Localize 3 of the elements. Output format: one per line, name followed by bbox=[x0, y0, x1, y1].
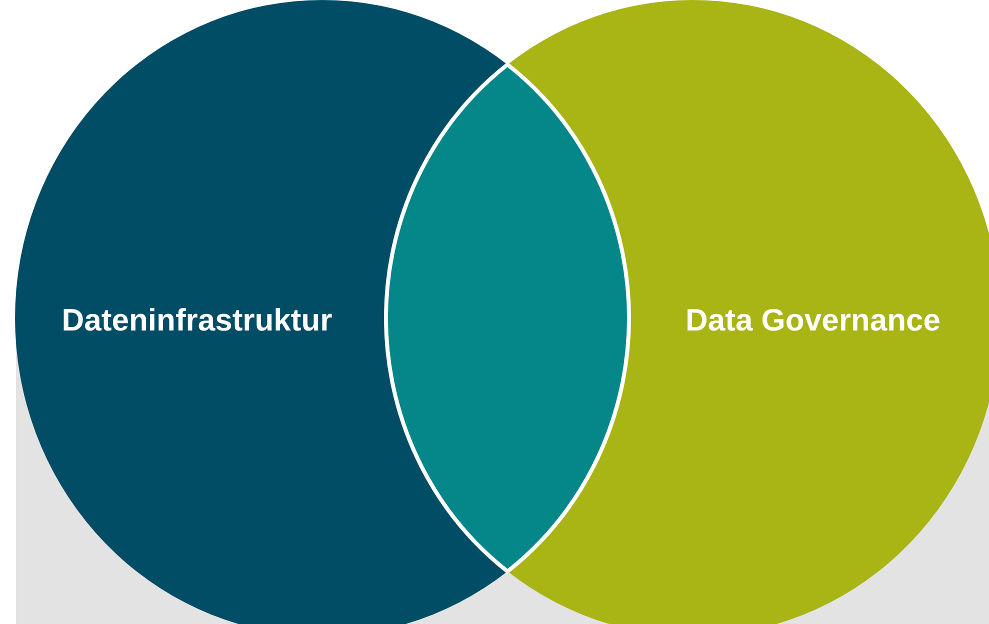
circle-label: Dateninfrastruktur bbox=[62, 304, 332, 336]
overlap-region bbox=[384, 62, 632, 574]
circle-label: Data Governance bbox=[686, 304, 940, 336]
